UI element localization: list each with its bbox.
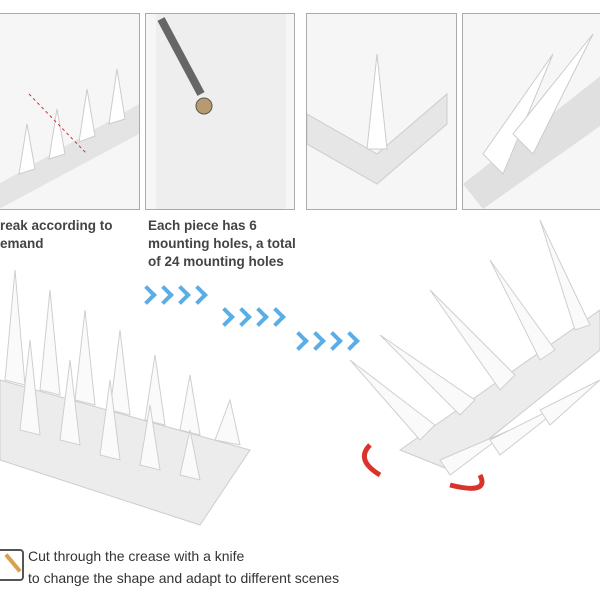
photo-cut-strip — [0, 13, 140, 210]
screw-image — [156, 14, 286, 209]
knife-icon — [0, 549, 24, 581]
caption-line: mounting holes, a total — [148, 236, 296, 251]
spike-strip-image — [0, 68, 139, 209]
photo-fold — [306, 13, 457, 210]
folded-spike-image — [349, 219, 600, 491]
caption-line: reak according to — [0, 218, 113, 233]
footer-line2: to change the shape and adapt to differe… — [28, 570, 340, 586]
fold-image — [307, 53, 448, 185]
photo-screw-mount — [145, 13, 295, 210]
caption-step2: Each piece has 6 mounting holes, a total o… — [148, 217, 296, 271]
caption-line: emand — [0, 236, 44, 251]
caption-line: Each piece has 6 — [148, 218, 257, 233]
photo-closeup — [462, 13, 600, 210]
closeup-image — [463, 33, 600, 209]
footer-line1: Cut through the crease with a knife — [28, 548, 245, 564]
caption-line: of 24 mounting holes — [148, 254, 284, 269]
rotate-icon — [361, 443, 382, 478]
rotate-icon — [449, 473, 485, 491]
spike-strip-image — [0, 269, 251, 526]
caption-step1: reak according to emand — [0, 217, 113, 253]
